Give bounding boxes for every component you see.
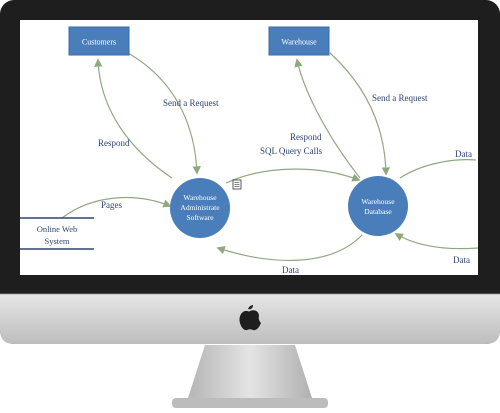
process-warehouse-database xyxy=(348,176,408,236)
entity-customers-label: Customers xyxy=(82,38,116,47)
data-flow-diagram: Customers Warehouse Warehouse Administra… xyxy=(20,26,479,275)
store-label-line2: System xyxy=(44,236,69,246)
process-wdb-line1: Warehouse xyxy=(361,197,395,206)
flow-respond-left xyxy=(94,58,173,179)
label-data-right-top: Data xyxy=(455,149,472,159)
label-respond-left: Respond xyxy=(98,138,130,148)
process-was-line3: Software xyxy=(186,213,214,222)
flow-data-bottom xyxy=(216,234,363,262)
label-send-request-right: Send a Request xyxy=(372,93,428,103)
process-warehouse-administrate-software xyxy=(170,178,230,238)
label-data-bottom: Data xyxy=(282,265,299,275)
flow-send-request-left xyxy=(127,52,201,175)
label-pages: Pages xyxy=(101,200,122,210)
entity-warehouse xyxy=(268,26,330,56)
apple-logo-icon xyxy=(239,305,261,331)
store-label-line1: Online Web xyxy=(37,224,77,234)
monitor-stand xyxy=(188,345,312,398)
process-was-line2: Administrate xyxy=(180,203,220,212)
document-icon xyxy=(232,179,242,190)
flow-respond-mid xyxy=(294,58,361,179)
label-respond-mid: Respond xyxy=(290,132,322,142)
flow-data-right-top xyxy=(399,159,477,179)
flow-data-right-bottom xyxy=(394,233,479,250)
monitor-stand-base xyxy=(172,398,328,408)
entity-customers xyxy=(68,26,130,56)
label-sql-query: SQL Query Calls xyxy=(260,146,323,156)
flow-pages xyxy=(61,197,172,219)
label-send-request-left: Send a Request xyxy=(163,98,219,108)
flow-sql-query xyxy=(225,168,361,184)
process-was-line1: Warehouse xyxy=(183,193,217,202)
process-wdb-line2: Database xyxy=(364,207,392,216)
label-data-right-bottom: Data xyxy=(453,255,470,265)
flow-send-request-right xyxy=(329,52,391,176)
entity-warehouse-label: Warehouse xyxy=(281,38,317,47)
screen xyxy=(20,20,478,275)
